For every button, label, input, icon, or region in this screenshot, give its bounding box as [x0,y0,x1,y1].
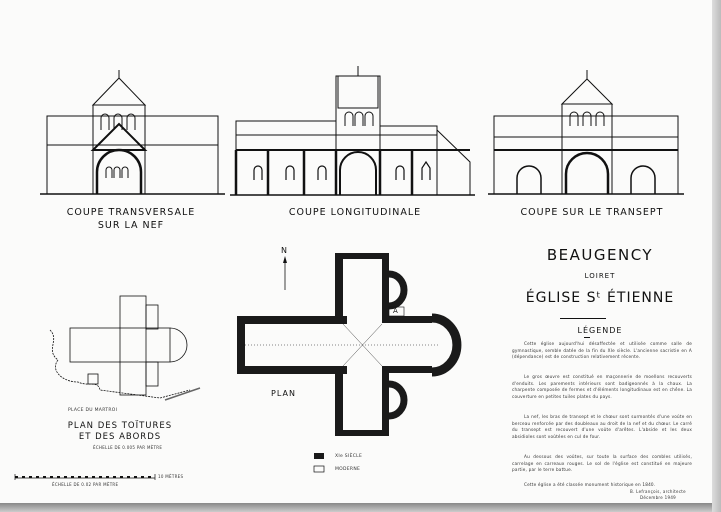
roof-plan-drawing [49,295,201,401]
roof-plan-title: PLAN DES TOÏTURES ET DES ABORDS [60,421,180,443]
key-11th-century: XIe SIÈCLE [335,454,363,459]
transept-section-drawing [488,70,684,195]
caption-longitudinal-section: COUPE LONGITUDINALE [288,207,422,218]
place-du-martroi-label: PLACE DU MARTROI [68,408,118,413]
legend-heading: LÉGENDE [577,326,623,335]
sheet-edge [0,503,721,512]
signature-date: Décembre 1949 [640,495,677,500]
transverse-section-drawing [40,70,225,195]
legend-classification: Cette église a été classée monument hist… [524,482,656,487]
caption-line: COUPE TRANSVERSALE [66,207,196,218]
title-divider [560,318,606,319]
longitudinal-section-drawing [230,66,475,196]
key-modern: MODERNE [335,467,361,472]
caption-line: SUR LA NEF [97,220,165,231]
north-arrow-label: N [281,246,288,255]
roof-plan-title-line: ET DES ABORDS [78,432,162,442]
town-title: BEAUGENCY [546,246,654,264]
roof-plan-title-line: PLAN DES TOÏTURES [67,421,173,431]
legend-paragraph: La nef, les bras de transept et le chœur… [512,414,692,439]
scale-bar-end-label: 10 MÈTRES [158,474,184,479]
sheet-edge-right [712,0,721,512]
legend-paragraph: Cette église aujourd'hui désaffectée et … [512,341,692,360]
caption-transverse-section: COUPE TRANSVERSALE SUR LA NEF [56,206,206,232]
legend-underline [584,337,590,338]
legend-paragraph: Au dessous des voûtes, sur toute la surf… [512,454,692,473]
church-title: ÉGLISE Sᵗ ÉTIENNE [525,290,675,306]
scale-bar [14,474,156,480]
signature-architect: B. Lefrançois, architecte [630,489,686,494]
room-a-label: A [393,307,399,315]
roof-plan-scale: ÉCHELLE DE 0.005 PAR MÈTRE [93,445,163,450]
scale-bar-caption: ÉCHELLE DE 0.02 PAR MÈTRE [52,482,119,487]
department-title: LOIRET [584,272,616,280]
plan-label: PLAN [271,389,296,398]
legend-paragraph: Le gros œuvre est constitué en maçonneri… [512,374,692,399]
caption-transept-section: COUPE SUR LE TRANSEPT [520,207,664,218]
church-plan-drawing [237,253,462,473]
